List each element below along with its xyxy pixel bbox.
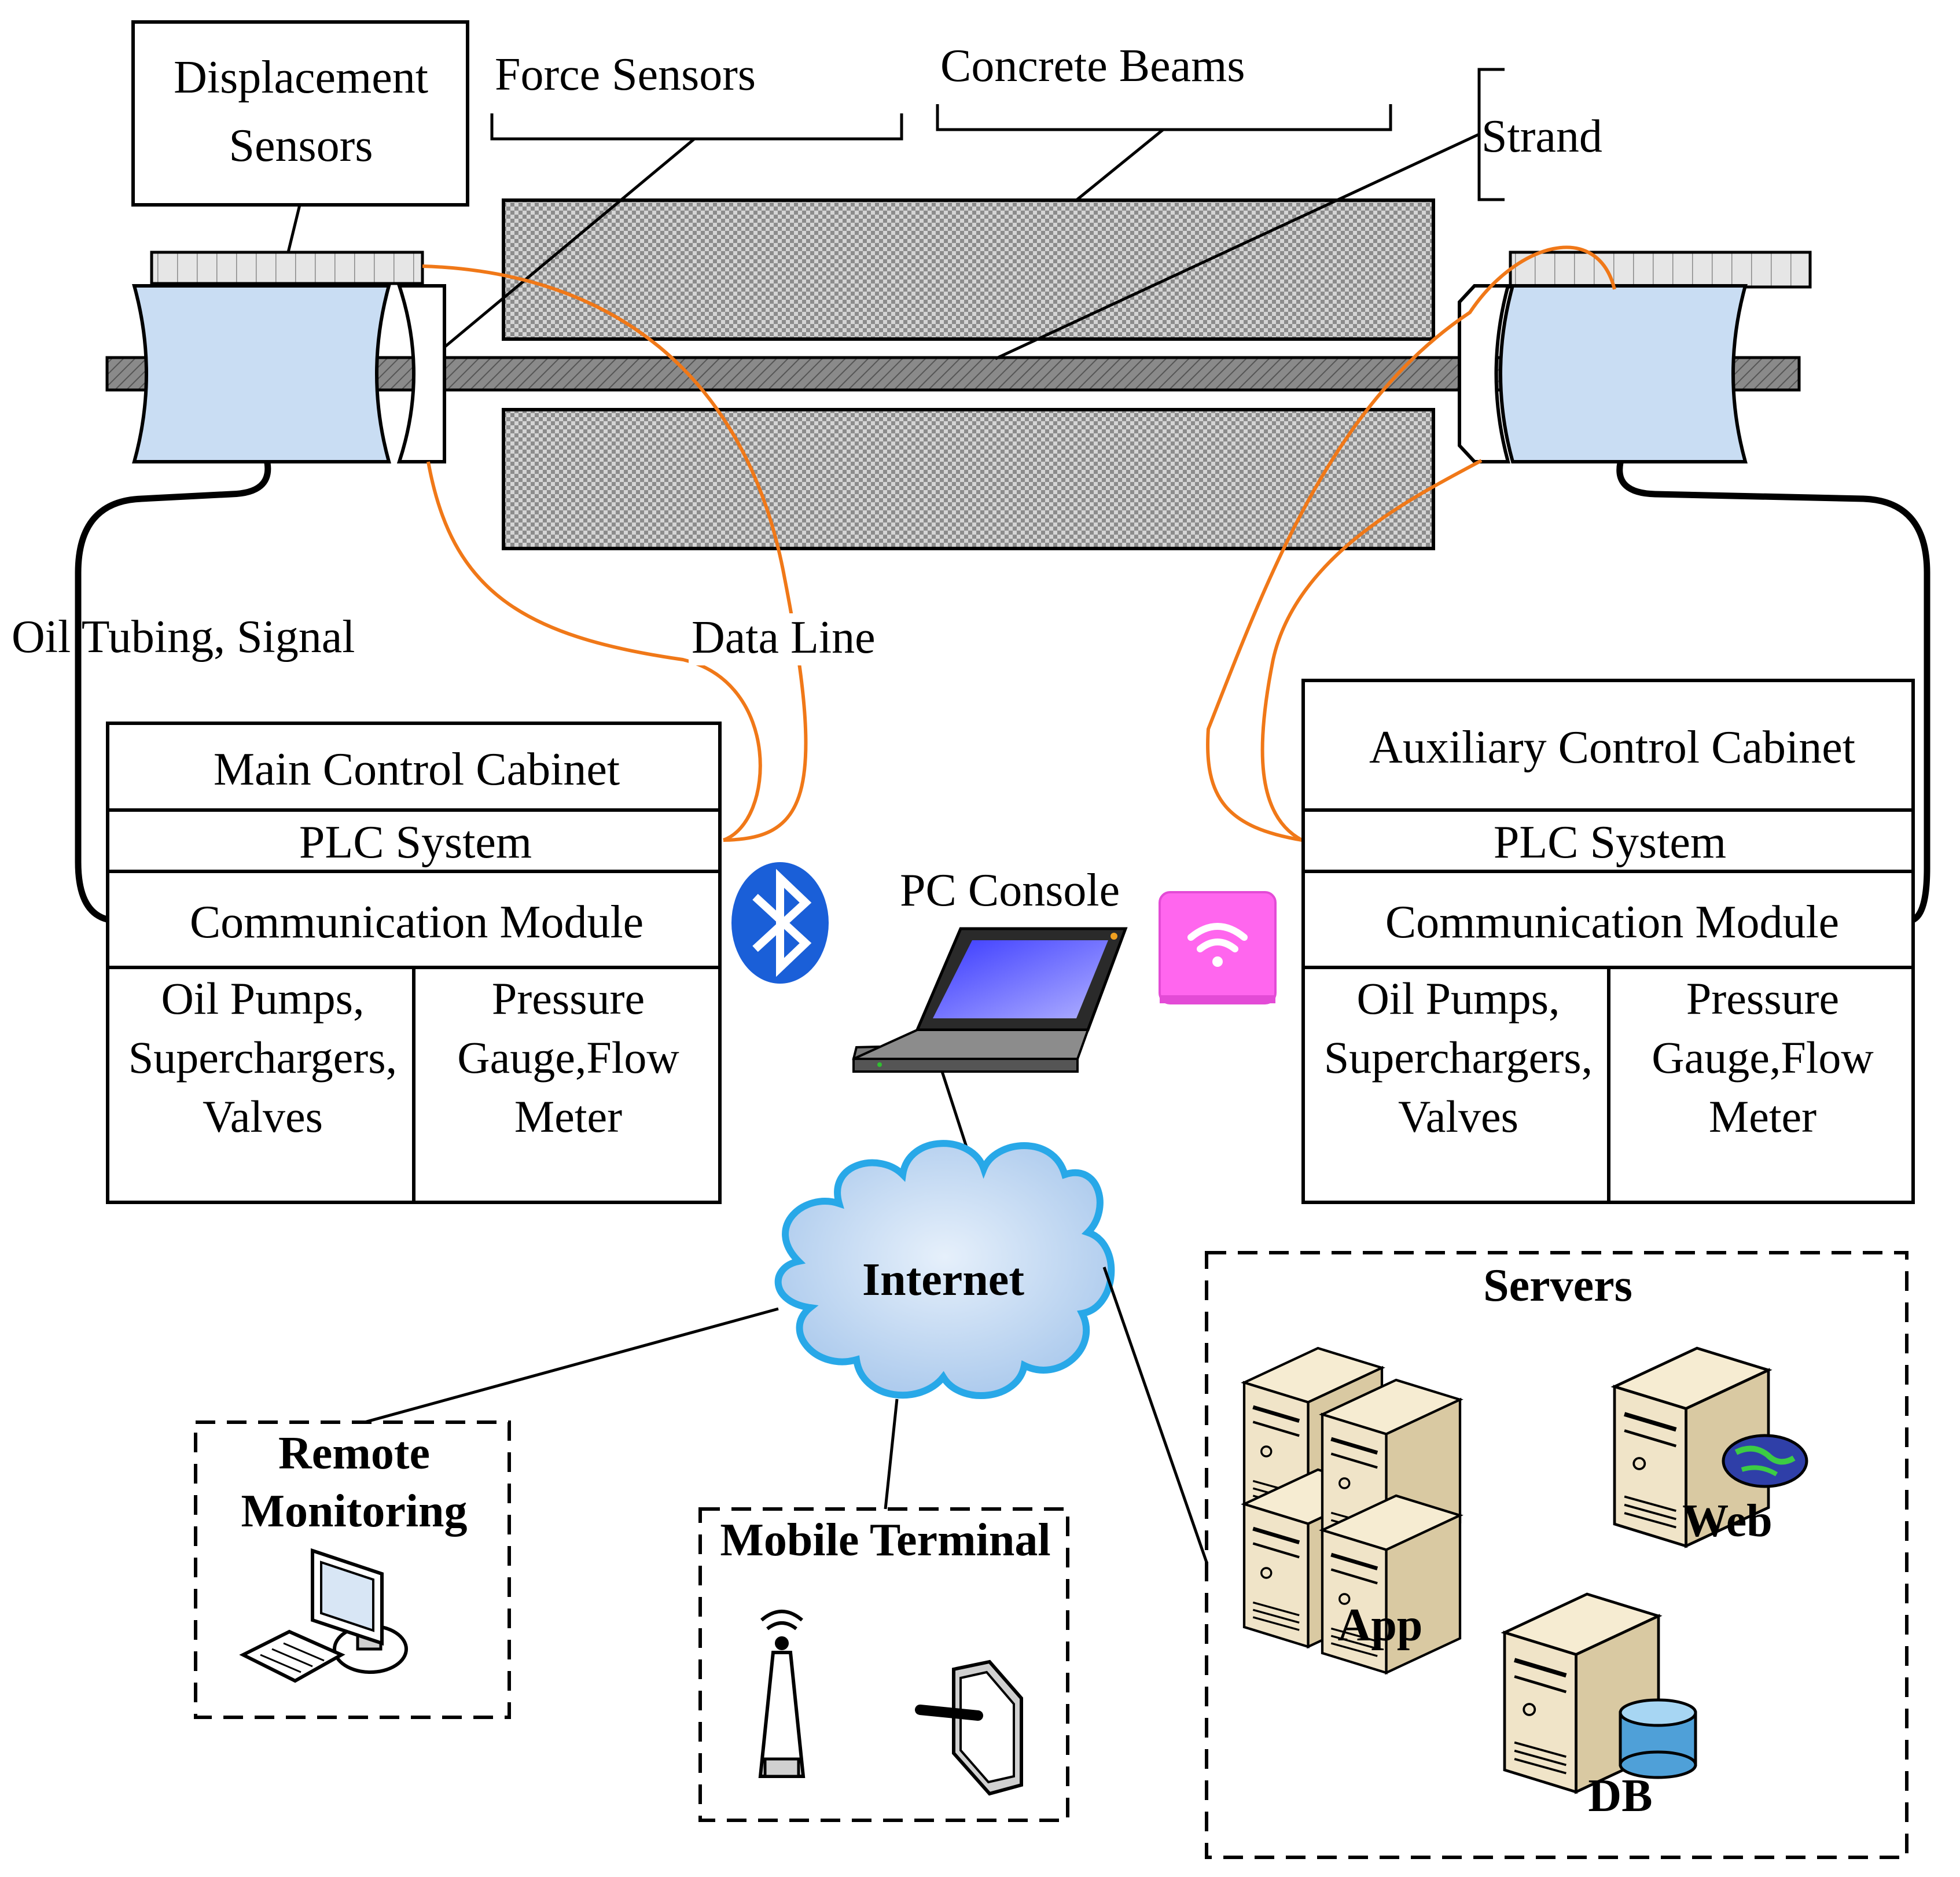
auxiliary-control-cabinet: Auxiliary Control Cabinet PLC System Com… [1301, 679, 1915, 1204]
main-communication-module: Communication Module [190, 897, 643, 948]
laptop-icon [852, 927, 1128, 1073]
db-label: DB [1588, 1771, 1652, 1821]
app-label: App [1338, 1600, 1423, 1651]
hydraulic-jack-right [1499, 284, 1748, 463]
data-line-left-b [426, 461, 762, 842]
internet-to-remote-link [364, 1307, 779, 1424]
main-plc-system: PLC System [299, 817, 532, 868]
remote-monitoring-label-line1: Remote [278, 1428, 430, 1479]
internet-to-servers-link [1102, 1267, 1208, 1563]
aux-plc-system: PLC System [1494, 817, 1726, 868]
data-line-label: Data Line [692, 612, 876, 663]
concrete-beams-leader [1075, 128, 1164, 201]
concrete-beams-bracket [936, 104, 1392, 131]
main-left-cell-line3: Valves [203, 1091, 323, 1142]
aux-left-cell-line3: Valves [1398, 1091, 1518, 1142]
displacement-sensor-left [150, 251, 424, 285]
database-icon [1619, 1698, 1697, 1779]
concrete-beam-upper [502, 198, 1435, 341]
web-server [1615, 1348, 1808, 1546]
globe-icon [1722, 1434, 1808, 1488]
remote-monitoring-label-line2: Monitoring [241, 1486, 467, 1537]
internet-label: Internet [862, 1254, 1024, 1305]
pc-console-label: PC Console [900, 865, 1120, 916]
servers-box [1205, 1251, 1908, 1859]
main-cabinet-title: Main Control Cabinet [214, 744, 620, 795]
main-right-cell-line3: Meter [514, 1091, 622, 1142]
servers-label: Servers [1483, 1260, 1632, 1311]
aux-left-cell-line1: Oil Pumps, [1356, 973, 1560, 1024]
concrete-beams-label: Concrete Beams [940, 41, 1245, 91]
data-line-left-a [422, 264, 808, 842]
desktop-computer-icon [239, 1548, 408, 1683]
main-control-cabinet: Main Control Cabinet PLC System Communic… [106, 722, 722, 1204]
aux-cabinet-title: Auxiliary Control Cabinet [1369, 722, 1855, 773]
main-left-cell-line2: Superchargers, [128, 1032, 397, 1083]
concrete-beam-lower [502, 408, 1435, 550]
oil-tubing-left [75, 462, 271, 923]
main-right-cell-line2: Gauge,Flow [457, 1032, 679, 1083]
strand-label: Strand [1481, 111, 1602, 162]
aux-right-cell-line2: Gauge,Flow [1652, 1032, 1873, 1083]
oil-tubing-right [1616, 462, 1930, 923]
displacement-sensors-callout-box [131, 20, 469, 207]
strand-leader [994, 133, 1480, 360]
web-label: Web [1682, 1496, 1773, 1547]
main-right-cell-line1: Pressure [492, 973, 645, 1024]
force-sensors-bracket [490, 113, 903, 141]
mobile-terminal-label: Mobile Terminal [720, 1515, 1050, 1566]
force-sensor-right [1458, 284, 1510, 463]
wifi-icon [1159, 891, 1277, 1004]
force-sensors-label: Force Sensors [495, 49, 756, 100]
antenna-icon [758, 1610, 806, 1778]
aux-communication-module: Communication Module [1385, 897, 1839, 948]
main-left-cell-line1: Oil Pumps, [161, 973, 364, 1024]
displacement-sensors-leader [286, 204, 301, 253]
force-sensor-left [396, 284, 446, 463]
displacement-sensor-right [1509, 251, 1812, 289]
displacement-sensors-label-line2: Sensors [229, 120, 373, 171]
internet-to-mobile-link [884, 1398, 899, 1510]
remote-monitoring-box [194, 1420, 511, 1719]
tablet-icon [915, 1659, 1023, 1796]
oil-tubing-label: Oil Tubing, Signal [12, 612, 355, 663]
mobile-terminal-box [698, 1507, 1069, 1822]
displacement-sensors-label-line1: Displacement [174, 52, 428, 103]
hydraulic-jack-left [132, 284, 391, 463]
force-sensors-leader [443, 138, 696, 348]
cloud-icon [774, 1140, 1115, 1399]
bluetooth-icon [731, 862, 829, 984]
aux-right-cell-line1: Pressure [1686, 973, 1839, 1024]
data-line-right-a [1206, 245, 1616, 842]
data-line-right-b [1260, 459, 1483, 842]
aux-right-cell-line3: Meter [1709, 1091, 1816, 1142]
aux-left-cell-line2: Superchargers, [1324, 1032, 1593, 1083]
db-server [1505, 1594, 1697, 1792]
